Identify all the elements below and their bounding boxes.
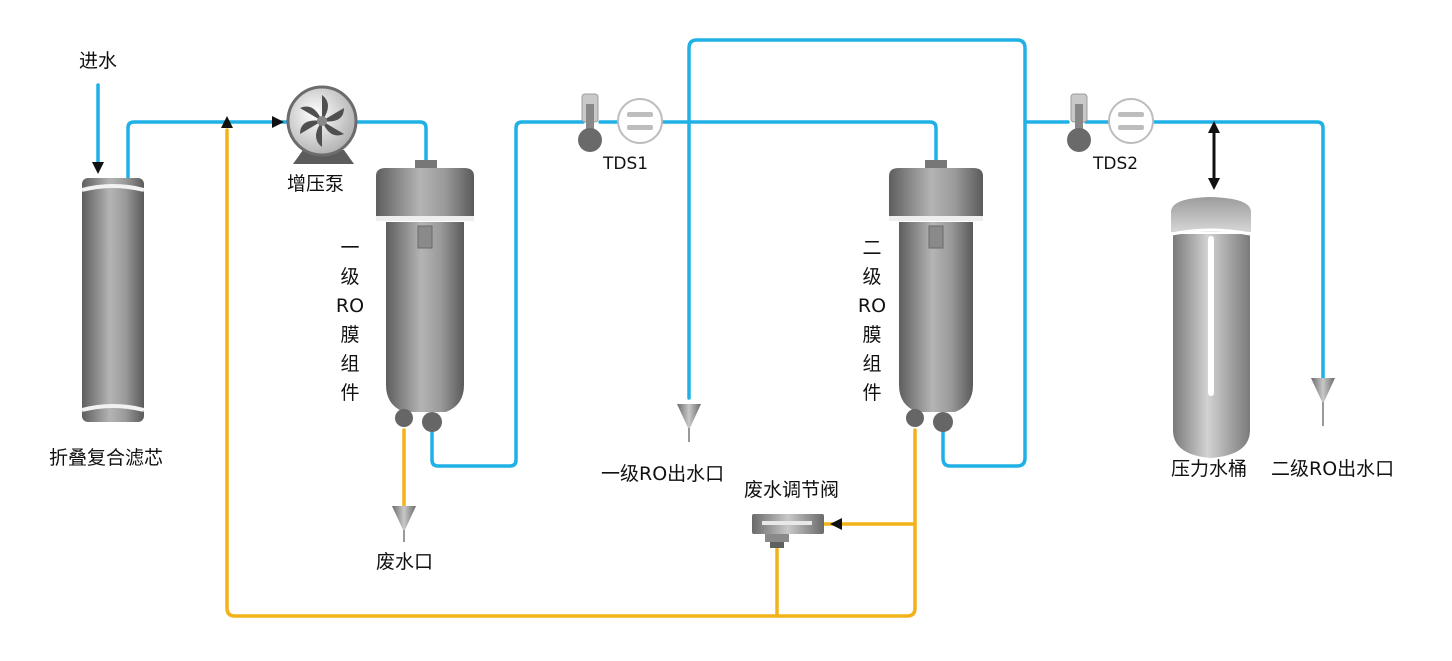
pure-water-lines [96, 38, 1325, 468]
tds1-sensor [578, 93, 602, 152]
stage1-outlet-branch-pipe [687, 38, 1027, 468]
stage2-ro-module [889, 160, 983, 432]
stage1-ro-module [376, 160, 474, 432]
inlet-arrow [92, 162, 104, 174]
stage1-module-label-char: 一 [340, 237, 360, 259]
waste-valve-label: 废水调节阀 [744, 479, 840, 501]
stage2-outlet-funnel-icon [1311, 378, 1335, 426]
valve-inlet-arrow [830, 518, 842, 530]
stage2-waste-pipe [225, 128, 917, 618]
stage1-module-label-char: RO [335, 295, 365, 317]
waste-outlet-label: 废水口 [376, 551, 434, 573]
stage2-module-label-char: 二 [862, 237, 882, 259]
waste-valve [752, 514, 824, 548]
stage1-module-label-char: 膜 [340, 324, 360, 346]
flow-arrows [92, 116, 1220, 530]
stage2-ro-outlet-label: 二级RO出水口 [1271, 458, 1395, 480]
pump-inlet-arrow [272, 116, 284, 128]
fan-icon [300, 95, 344, 147]
stage2-module-label-char: 件 [862, 382, 882, 404]
tds1-to-stage2-pipe [598, 120, 938, 167]
stage1-ro-outlet-label: 一级RO出水口 [601, 463, 725, 485]
stage1-module-label: 一 级 RO 膜 组 件 [335, 234, 365, 408]
stage2-module-label: 二 级 RO 膜 组 件 [857, 234, 887, 408]
booster-pump [286, 85, 358, 164]
pressure-tank [1171, 197, 1251, 458]
tank-arrow-up [1208, 121, 1220, 133]
stage2-module-label-char: RO [857, 295, 887, 317]
tds2-meter-icon [1108, 98, 1154, 144]
prefilter-to-pump-pipe [126, 120, 292, 184]
prefilter-cartridge [81, 178, 145, 422]
tank-arrow-down [1208, 178, 1220, 190]
inlet-label: 进水 [79, 50, 118, 72]
pump-label: 增压泵 [287, 173, 345, 195]
pressure-tank-label: 压力水桶 [1171, 458, 1248, 480]
stage2-module-label-char: 组 [862, 353, 882, 375]
stage1-outlet-funnel-icon [677, 404, 701, 442]
waste-water-lines [225, 128, 917, 618]
tds2-to-outlet-pipe [1084, 120, 1325, 390]
prefilter-label: 折叠复合滤芯 [49, 447, 164, 469]
tds2-sensor [1067, 93, 1091, 152]
tds2-label: TDS2 [1093, 154, 1139, 174]
tds1-label: TDS1 [603, 154, 649, 174]
stage1-concentrate-pipe [430, 120, 585, 468]
tds1-meter-icon [617, 98, 663, 144]
stage1-module-label-char: 件 [340, 382, 360, 404]
stage2-module-label-char: 级 [862, 266, 882, 288]
stage1-module-label-char: 级 [340, 266, 360, 288]
waste-outlet-funnel-icon [392, 506, 416, 542]
stage1-module-label-char: 组 [340, 353, 360, 375]
stage2-module-label-char: 膜 [862, 324, 882, 346]
recirculation-arrow [221, 116, 233, 128]
pump-to-stage1-pipe [350, 120, 428, 167]
